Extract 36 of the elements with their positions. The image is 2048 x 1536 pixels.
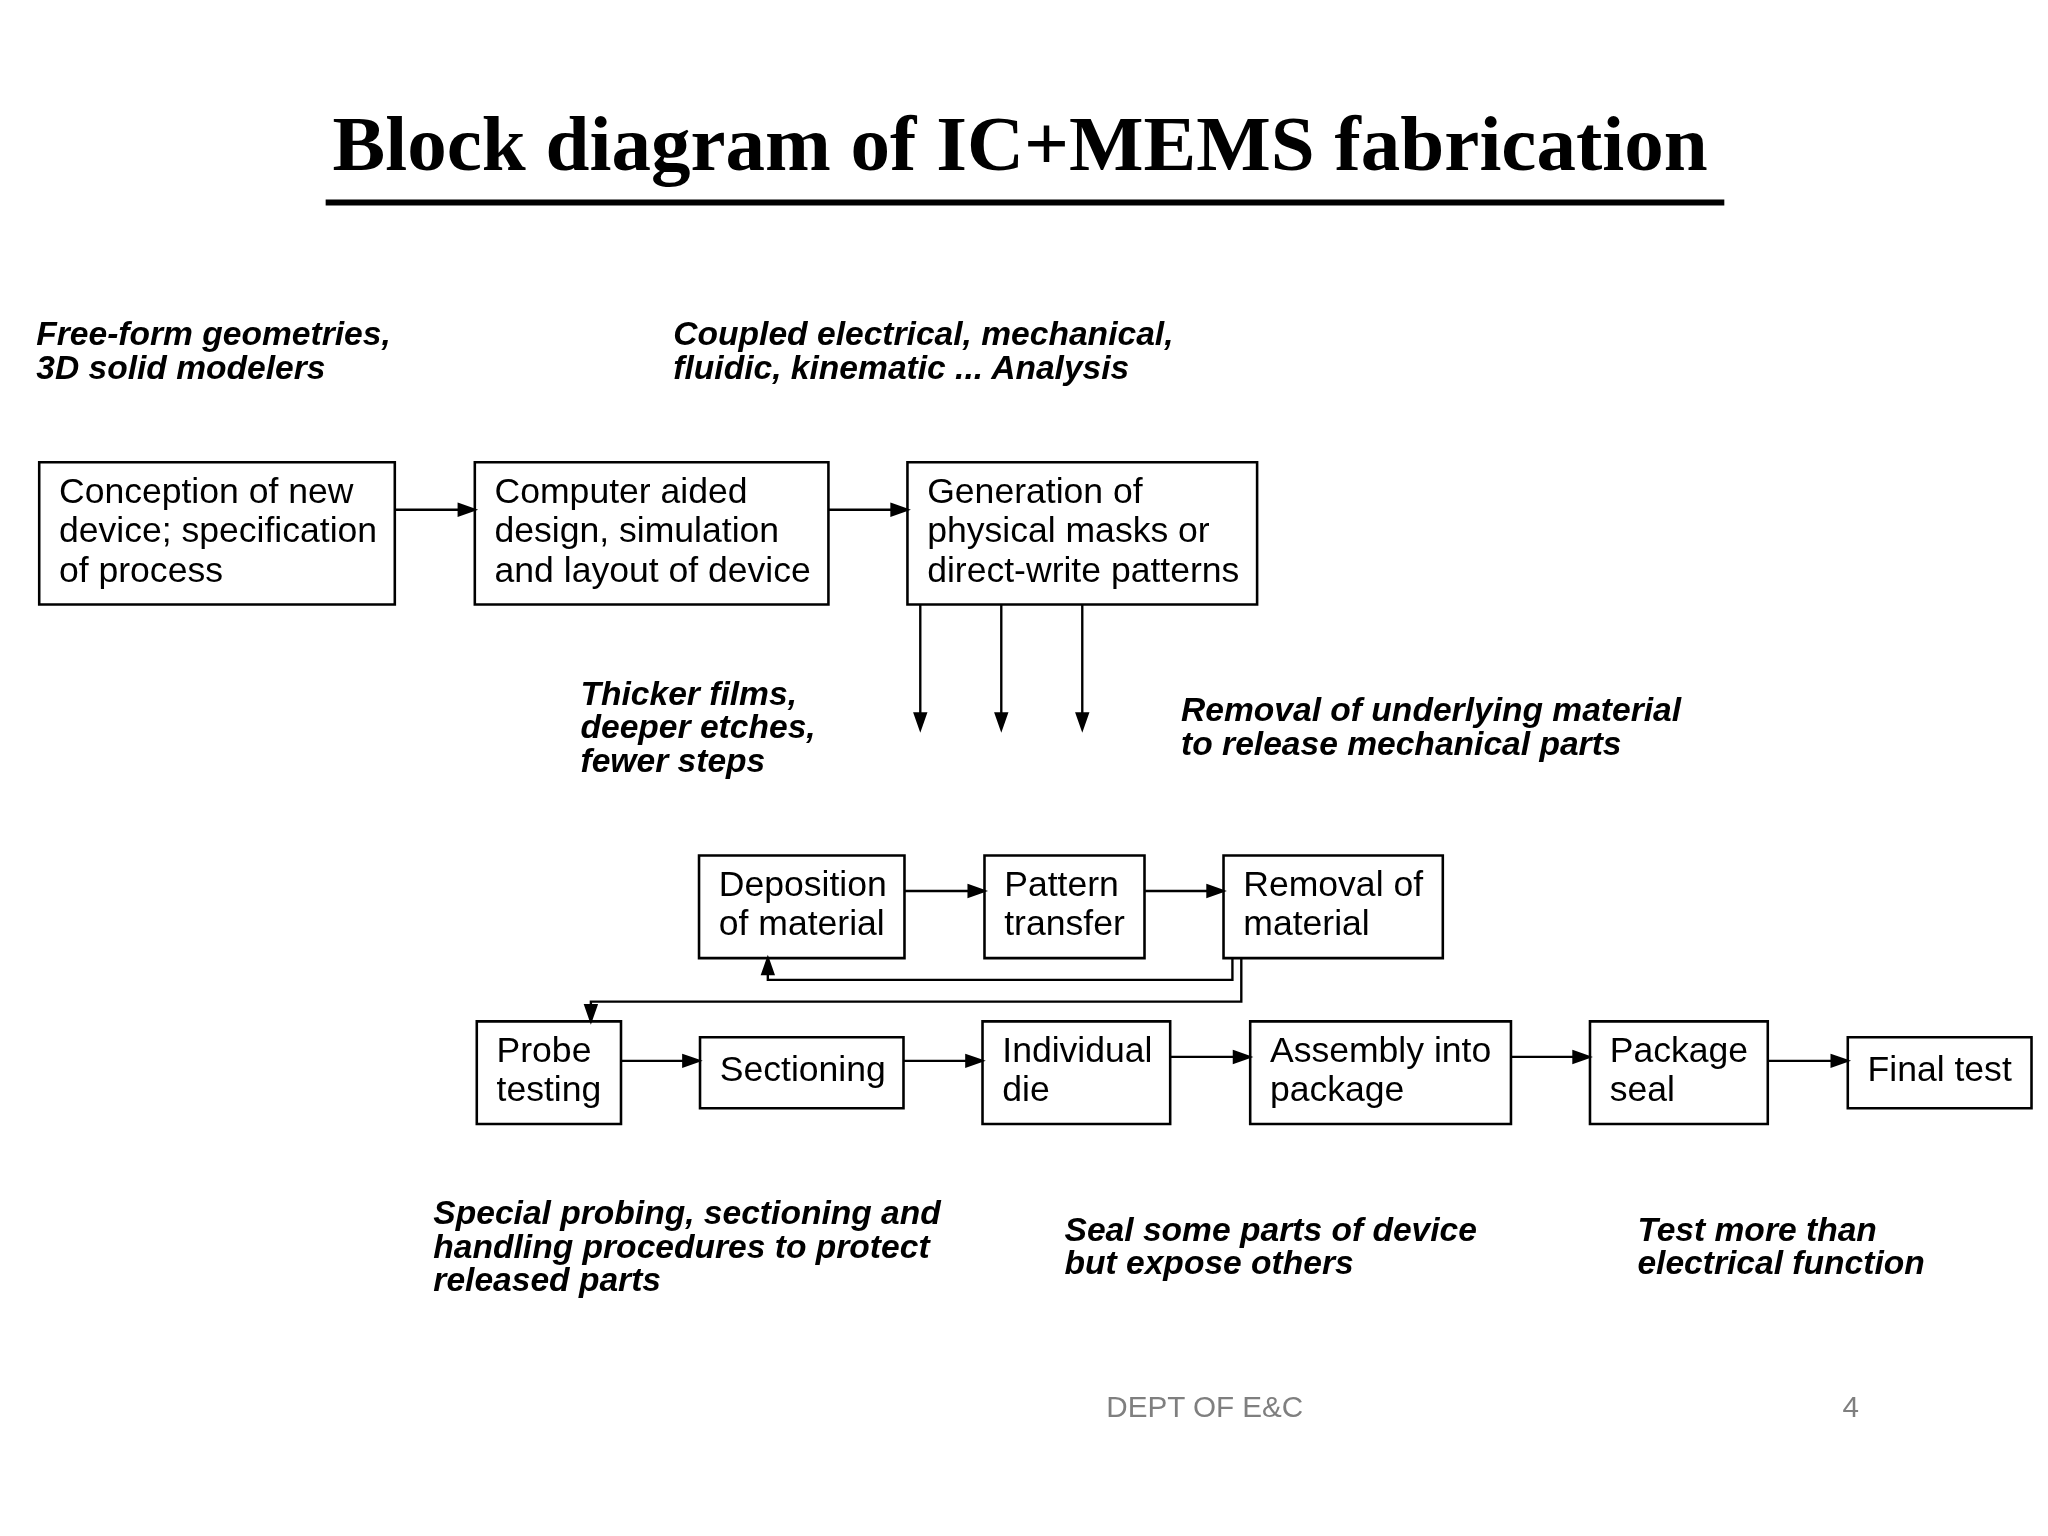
node-box: Generation of physical masks or direct-write patterns: [906, 460, 1259, 606]
arrow: [760, 954, 1234, 981]
node-box: Final test: [1846, 1035, 2033, 1110]
arrow: [621, 1053, 703, 1068]
arrow: [1767, 1053, 1852, 1068]
node-box: Conception of new device; specification of process: [37, 460, 397, 606]
arrow: [395, 502, 479, 517]
arrow: [583, 958, 1243, 1025]
arrow: [913, 604, 928, 733]
node-box: Probe testing: [475, 1019, 623, 1125]
node-box: Assembly into package: [1248, 1019, 1513, 1125]
arrow: [828, 502, 911, 517]
node-box: Computer aided design, simulation and layout of device: [473, 460, 830, 606]
arrow: [1075, 604, 1090, 733]
label: Free-form geometries, 3D solid modelers: [36, 314, 391, 386]
label: 4: [1842, 1389, 1859, 1423]
arrow: [994, 604, 1009, 733]
label: Special probing, sectioning and handling procedures to protect released parts: [433, 1193, 941, 1298]
label: Test more than electrical function: [1637, 1210, 1925, 1281]
label: DEPT OF E&C: [1106, 1389, 1304, 1423]
diagram-title: Block diagram of IC+MEMS fabrication: [332, 99, 1708, 187]
arrow: [1170, 1049, 1254, 1064]
node-box: Deposition of material: [697, 853, 906, 959]
arrow: [904, 1053, 986, 1068]
label: Removal of underlying material to release mechanical parts: [1181, 690, 1682, 762]
label: Coupled electrical, mechanical, fluidic, kinematic ... Analysis: [673, 314, 1174, 386]
arrow: [1145, 883, 1227, 898]
node-box: Removal of material: [1222, 853, 1445, 959]
arrow: [1511, 1049, 1593, 1064]
node-box: Pattern transfer: [983, 853, 1146, 959]
label: Seal some parts of device but expose others: [1064, 1210, 1477, 1281]
label: Thicker films, deeper etches, fewer steps: [580, 673, 816, 779]
node-box: Package seal: [1588, 1019, 1770, 1125]
node-box: Sectioning: [698, 1035, 905, 1110]
node-box: Individual die: [981, 1019, 1172, 1125]
arrow: [904, 883, 989, 898]
